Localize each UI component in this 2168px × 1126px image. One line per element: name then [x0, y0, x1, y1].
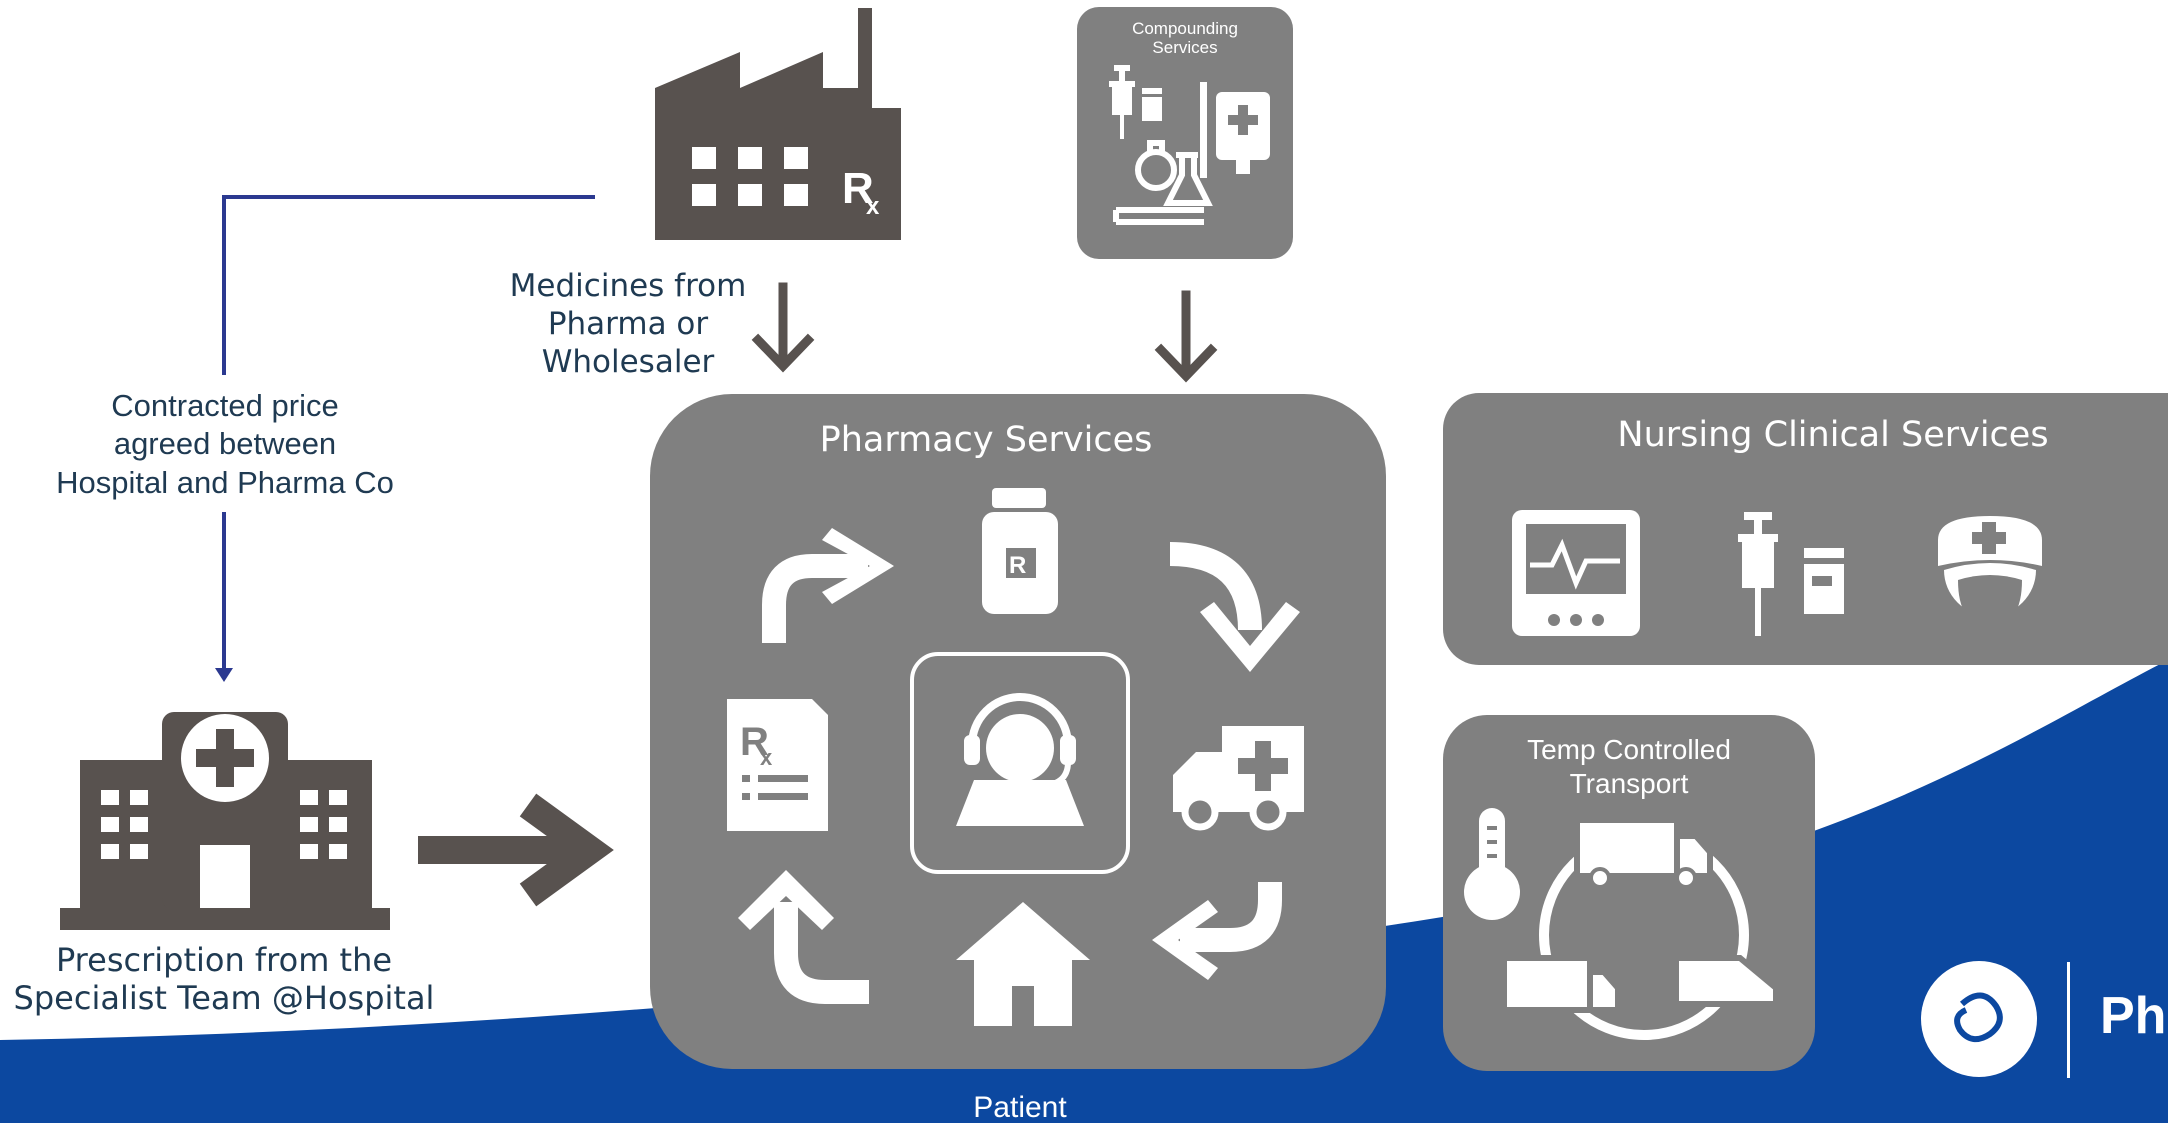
cycle-arrows: [762, 542, 1282, 1004]
compounding-icon: [1109, 65, 1270, 225]
svg-text:R: R: [1009, 552, 1026, 579]
prescription-bottle-icon: R: [982, 488, 1058, 614]
logo-icon: [1921, 961, 2037, 1077]
pharma-source-line1: Medicines from: [509, 268, 747, 304]
thermometer-icon: [1464, 808, 1520, 920]
contract-line2: agreed between: [113, 426, 337, 462]
patient-label: Patient: [973, 1091, 1067, 1124]
pharmacy-services-title: Pharmacy Services: [819, 420, 1153, 460]
home-icon: [956, 902, 1090, 1026]
contract-line3: Hospital and Pharma Co: [56, 464, 394, 500]
syringe-icon: [1738, 512, 1844, 636]
compounding-label-line2: Services: [1152, 37, 1218, 57]
contract-connector: [222, 195, 595, 670]
prescription-document-icon: R x: [727, 699, 828, 831]
call-center-agent-icon: [956, 693, 1084, 826]
factory-icon: R x: [655, 8, 901, 240]
truck-icon: [1501, 817, 1779, 1013]
down-arrow-pharma: [751, 282, 815, 373]
temp-transport-line2: Transport: [1569, 767, 1689, 799]
compounding-label-line1: Compounding: [1132, 19, 1238, 38]
temp-transport-label: Temp Controlled Transport: [1443, 733, 1815, 800]
compounding-label: Compounding Services: [1077, 19, 1293, 57]
cycle-arrowheads: [738, 528, 1300, 980]
arrow-to-pharmacy: [418, 793, 614, 907]
hospital-label: Prescription from the Specialist Team @H…: [0, 941, 448, 1018]
brand-name: Ph: [2100, 987, 2167, 1045]
svg-text:x: x: [866, 193, 880, 220]
pharma-source-line3: Wholesaler: [541, 343, 715, 380]
svg-text:x: x: [760, 745, 773, 770]
monitor-icon: [1512, 510, 1640, 636]
contract-label: Contracted price agreed between Hospital…: [30, 387, 420, 502]
contract-line1: Contracted price: [111, 388, 339, 423]
ambulance-icon: [1173, 726, 1304, 831]
nursing-clinical-title: Nursing Clinical Services: [1617, 415, 2049, 455]
pharma-source-line2: Pharma or: [547, 305, 709, 342]
down-arrow-compounding: [1154, 290, 1218, 383]
contract-arrowhead: [215, 668, 233, 682]
hospital-line2: Specialist Team @Hospital: [13, 979, 435, 1018]
hospital-line1: Prescription from the: [55, 941, 393, 979]
logo-divider: [2067, 962, 2070, 1078]
agent-frame: [910, 652, 1130, 874]
compounding-box: [1077, 7, 1293, 259]
svg-text:R: R: [740, 720, 769, 764]
temp-transport-line1: Temp Controlled: [1527, 734, 1731, 765]
nurse-icon: [1938, 516, 2042, 626]
svg-text:R: R: [842, 164, 874, 213]
logo-swirl: [1954, 992, 2003, 1043]
hospital-icon: [60, 712, 390, 930]
pharma-source-label: Medicines from Pharma or Wholesaler: [478, 268, 778, 381]
